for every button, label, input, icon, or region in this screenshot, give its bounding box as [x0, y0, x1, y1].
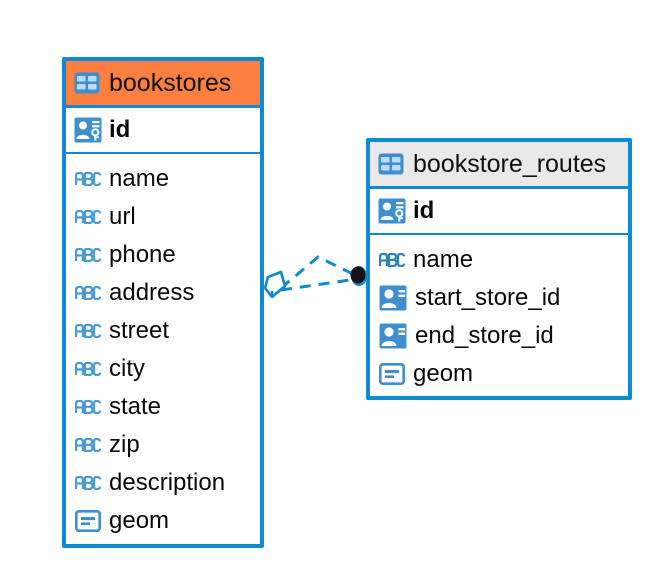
entity-bookstore-routes-header[interactable]: bookstore_routes — [370, 142, 628, 189]
diamond-cube-marker — [263, 270, 287, 299]
field-row[interactable]: phone — [66, 236, 260, 274]
field-label: city — [109, 355, 145, 382]
relationship-line-upper — [280, 255, 358, 290]
field-row[interactable]: street — [66, 312, 260, 350]
text-abc-icon — [75, 210, 101, 224]
field-row[interactable]: description — [66, 464, 260, 502]
field-row[interactable]: geom — [66, 502, 260, 540]
text-abc-icon — [75, 362, 101, 376]
field-label: geom — [413, 360, 474, 387]
entity-bookstores-pk-label: id — [109, 116, 131, 143]
field-label: name — [109, 165, 170, 192]
field-label: zip — [109, 431, 140, 458]
field-label: description — [109, 469, 226, 496]
text-abc-icon — [75, 172, 101, 186]
field-row[interactable]: name — [66, 160, 260, 198]
text-abc-icon — [75, 324, 101, 338]
entity-bookstores-pk-row[interactable]: id — [66, 108, 260, 154]
field-label: url — [109, 203, 136, 230]
text-abc-icon — [75, 438, 101, 452]
field-label: end_store_id — [415, 322, 554, 349]
text-abc-icon — [75, 286, 101, 300]
field-label: street — [109, 317, 170, 344]
field-row[interactable]: state — [66, 388, 260, 426]
foreign-key-icon — [379, 285, 407, 311]
field-row[interactable]: start_store_id — [370, 279, 628, 317]
primary-key-icon — [378, 198, 406, 224]
field-label: state — [109, 393, 162, 420]
entity-bookstore-routes[interactable]: bookstore_routes id — [366, 138, 632, 400]
table-icon — [74, 72, 100, 94]
field-row[interactable]: name — [370, 241, 628, 279]
field-label: name — [413, 246, 474, 273]
field-row[interactable]: end_store_id — [370, 317, 628, 355]
foreign-key-icon — [379, 323, 407, 349]
field-label: geom — [109, 507, 170, 534]
relationship-line-lower — [280, 277, 358, 292]
field-row[interactable]: city — [66, 350, 260, 388]
entity-bookstores-header[interactable]: bookstores — [66, 61, 260, 108]
field-row[interactable]: geom — [370, 355, 628, 393]
field-row[interactable]: zip — [66, 426, 260, 464]
entity-bookstores-title: bookstores — [109, 68, 232, 97]
field-row[interactable]: url — [66, 198, 260, 236]
field-row[interactable]: address — [66, 274, 260, 312]
entity-bookstore-routes-title: bookstore_routes — [413, 149, 607, 178]
text-abc-icon — [75, 248, 101, 262]
text-abc-icon — [75, 400, 101, 414]
entity-bookstores-field-list: name url — [66, 154, 260, 546]
entity-bookstore-routes-pk-label: id — [413, 197, 435, 224]
field-label: phone — [109, 241, 176, 268]
entity-bookstores[interactable]: bookstores id — [62, 57, 264, 548]
text-abc-icon — [379, 253, 405, 267]
entity-bookstore-routes-field-list: name start_store_id — [370, 235, 628, 399]
text-abc-icon — [75, 476, 101, 490]
geometry-icon — [75, 510, 101, 532]
field-label: address — [109, 279, 195, 306]
geometry-icon — [379, 363, 405, 385]
filled-circle-marker — [350, 266, 367, 286]
field-label: start_store_id — [415, 284, 561, 311]
entity-bookstore-routes-pk-row[interactable]: id — [370, 189, 628, 235]
table-icon — [378, 153, 404, 175]
primary-key-icon — [74, 117, 102, 143]
